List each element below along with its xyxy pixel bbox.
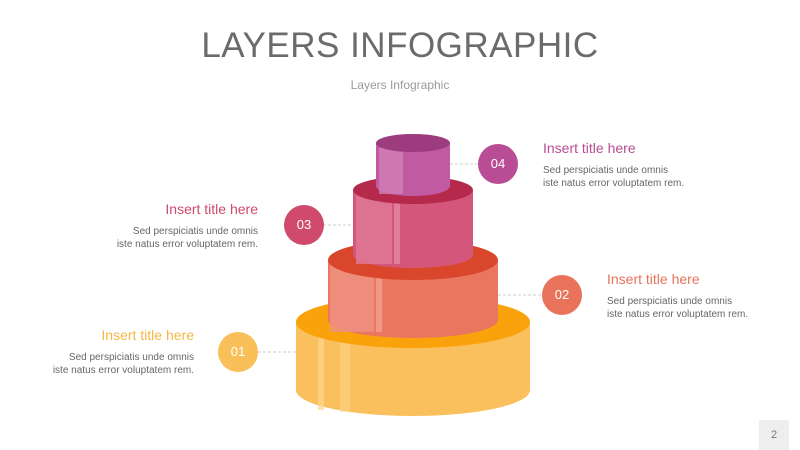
layer-badge-03: 03 [284,205,324,245]
layer-badge-02: 02 [542,275,582,315]
layer-desc-04-line2: iste natus error voluptatem rem. [543,178,685,189]
layer-desc-01: Sed perspiciatis unde omnis iste natus e… [0,351,194,377]
layer-desc-04: Sed perspiciatis unde omnis iste natus e… [543,164,743,190]
layer-badge-01: 01 [218,332,258,372]
page-number: 2 [759,420,789,450]
slide-subtitle: Layers Infographic [350,78,450,92]
layer-desc-03: Sed perspiciatis unde omnis iste natus e… [58,225,258,251]
layer-desc-01-line1: Sed perspiciatis unde omnis [68,352,194,363]
layer-desc-01-line2: iste natus error voluptatem rem. [52,365,194,376]
layer-4-cylinder [376,134,450,196]
layer-desc-02: Sed perspiciatis unde omnis iste natus e… [607,295,800,321]
layer-desc-03-line1: Sed perspiciatis unde omnis [132,226,258,237]
slide-title: LAYERS INFOGRAPHIC [201,26,599,65]
layer-desc-02-line1: Sed perspiciatis unde omnis [607,296,733,307]
layer-title-04: Insert title here [543,140,636,156]
layer-title-02: Insert title here [607,271,700,287]
layer-desc-04-line1: Sed perspiciatis unde omnis [543,165,669,176]
layer-desc-03-line2: iste natus error voluptatem rem. [116,239,258,250]
layer-title-03: Insert title here [165,201,258,217]
layer-desc-02-line2: iste natus error voluptatem rem. [607,309,749,320]
layer-badge-04: 04 [478,144,518,184]
layer-title-01: Insert title here [101,327,194,343]
